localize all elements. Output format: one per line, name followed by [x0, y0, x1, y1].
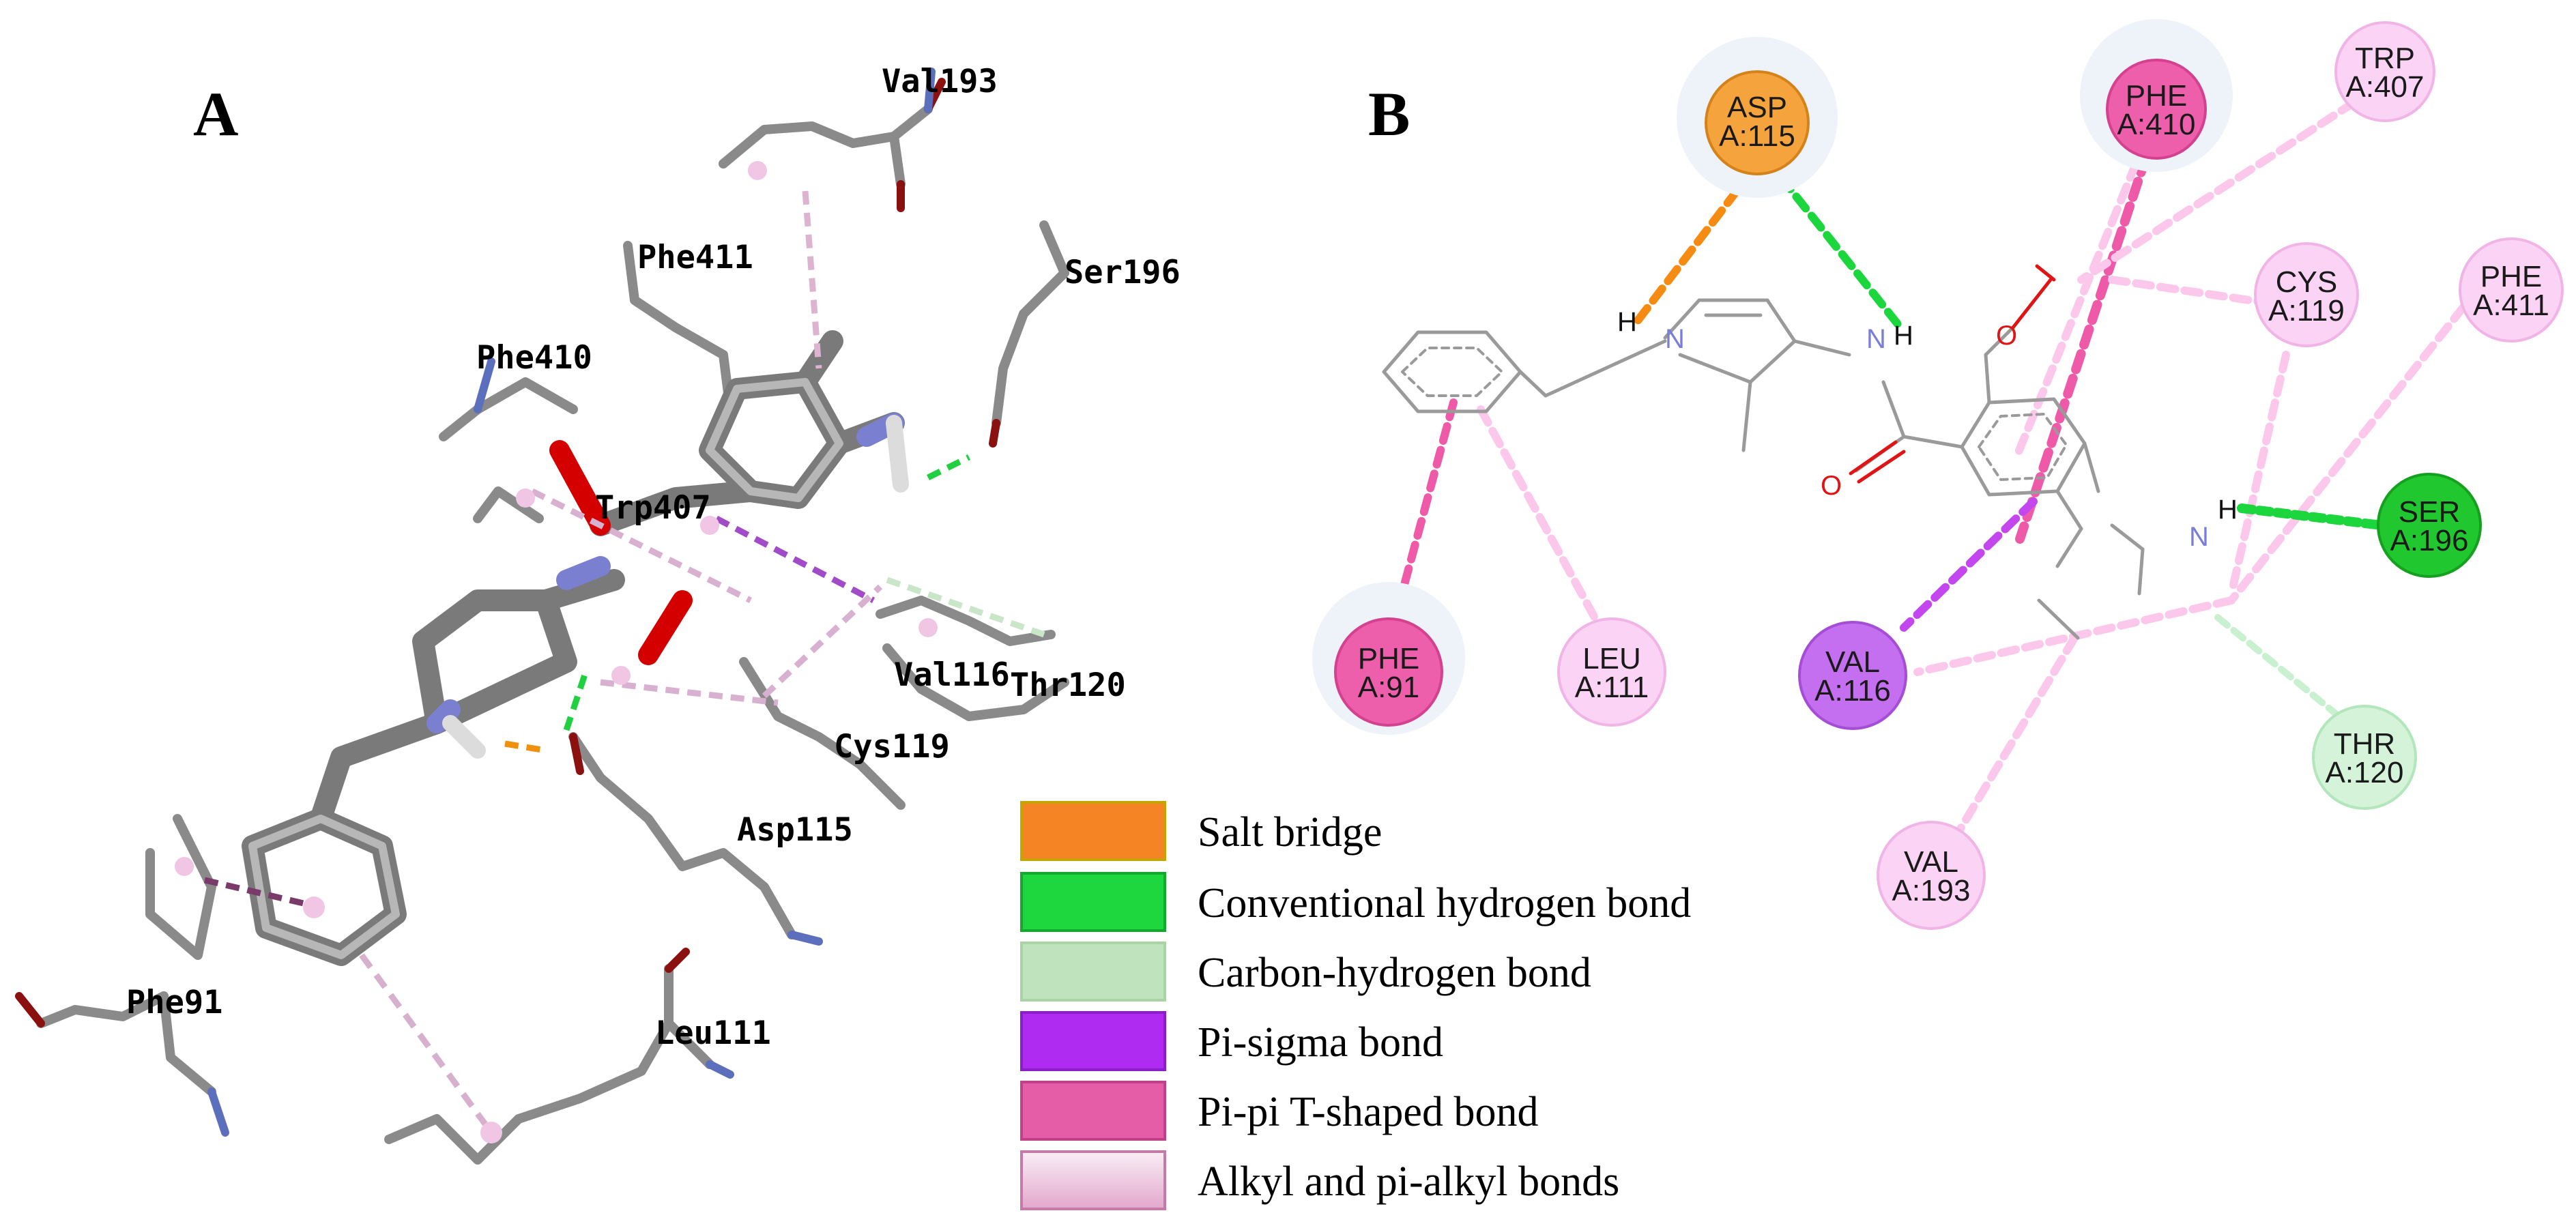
legend-item-conventional-hbond: Conventional hydrogen bond: [1020, 872, 1691, 932]
atom-h-3: H: [2218, 495, 2238, 525]
panel-a-centroids: [175, 161, 938, 1143]
residue-chain: A:411: [2473, 289, 2549, 322]
residue-chain: A:116: [1814, 674, 1891, 707]
residue-name: SER: [2399, 495, 2460, 529]
legend: Salt bridge Conventional hydrogen bond C…: [1020, 801, 1691, 1210]
residue-discs: ASP A:115 PHE A:410 TRP A:407 CYS A:119: [1312, 19, 2564, 930]
residue-leu111: LEU A:111: [1557, 617, 1666, 727]
panel-a-residue-labels: Val193 Phe411 Ser196 Phe410 Trp407 Val11…: [126, 63, 1181, 1052]
residue-name: LEU: [1582, 642, 1641, 675]
legend-item-carbon-hbond: Carbon-hydrogen bond: [1020, 942, 1591, 1002]
atom-h-2: H: [1894, 321, 1913, 351]
residue-chain: A:119: [2268, 294, 2345, 327]
atom-n-2: N: [1866, 324, 1886, 354]
ligand-2d: [1382, 264, 2145, 640]
residue-phe411: PHE A:411: [2459, 237, 2564, 342]
residue-name: PHE: [1358, 642, 1419, 675]
residue-thr120: THR A:120: [2312, 705, 2417, 810]
residue-disc: [1798, 621, 1907, 730]
residue-chain: A:111: [1575, 671, 1649, 704]
residue-phe410: PHE A:410: [2080, 19, 2233, 172]
residue-disc: [2377, 473, 2482, 578]
panel-b-label: B: [1368, 79, 1410, 149]
panel-a-label: A: [193, 79, 238, 149]
residue-chain: A:407: [2346, 70, 2425, 104]
residue-disc: [1705, 70, 1810, 175]
res-label-leu111: Leu111: [655, 1015, 771, 1052]
res-label-cys119: Cys119: [834, 728, 950, 765]
residue-chain: A:91: [1358, 671, 1420, 704]
residue-val193: VAL A:193: [1877, 821, 1986, 930]
res-label-phe410: Phe410: [476, 339, 592, 377]
legend-swatch-pi-pi-t: [1020, 1081, 1166, 1141]
res-label-ser196: Ser196: [1065, 254, 1181, 291]
residue-chain: A:115: [1719, 119, 1795, 153]
panel-b: B: [1312, 19, 2564, 930]
residue-name: TRP: [2355, 42, 2415, 75]
residue-name: PHE: [2126, 79, 2187, 113]
atom-o-2: O: [1996, 321, 2017, 351]
residue-cys119: CYS A:119: [2254, 242, 2359, 347]
legend-label-alkyl: Alkyl and pi-alkyl bonds: [1198, 1158, 1619, 1205]
residue-name: ASP: [1727, 91, 1787, 124]
residue-val116: VAL A:116: [1798, 621, 1907, 730]
legend-swatch-conventional-hbond: [1020, 872, 1166, 932]
residue-name: VAL: [1825, 645, 1880, 679]
residue-chain: A:196: [2390, 524, 2469, 557]
legend-item-alkyl: Alkyl and pi-alkyl bonds: [1020, 1150, 1619, 1210]
atom-n-1: N: [1665, 324, 1685, 354]
legend-swatch-salt-bridge: [1020, 801, 1166, 861]
atom-o-1: O: [1821, 471, 1842, 501]
legend-label-salt-bridge: Salt bridge: [1198, 809, 1382, 856]
res-label-trp407: Trp407: [595, 489, 711, 527]
residue-disc: [1334, 617, 1443, 727]
residue-disc: [2459, 237, 2564, 342]
residue-disc: [1877, 821, 1986, 930]
panel-a: A: [15, 63, 1181, 1165]
residue-chain: A:410: [2117, 108, 2196, 141]
panel-a-interactions: [203, 190, 1045, 1135]
res-label-val116: Val116: [894, 656, 1010, 694]
legend-swatch-carbon-hbond: [1020, 942, 1166, 1002]
legend-item-salt-bridge: Salt bridge: [1020, 801, 1382, 861]
ligand-sticks: [242, 330, 909, 966]
residue-asp115: ASP A:115: [1677, 37, 1838, 198]
residue-ser196: SER A:196: [2377, 473, 2482, 578]
res-label-asp115: Asp115: [737, 811, 853, 849]
legend-label-pi-pi-t: Pi-pi T-shaped bond: [1198, 1089, 1538, 1135]
legend-swatch-alkyl: [1020, 1150, 1166, 1210]
res-label-thr120: Thr120: [1010, 667, 1126, 704]
res-label-phe411: Phe411: [637, 239, 753, 276]
panel-b-interactions: [1391, 98, 2468, 853]
residue-name: THR: [2334, 727, 2395, 761]
residue-disc: [2254, 242, 2359, 347]
res-label-val193: Val193: [882, 63, 998, 100]
res-label-phe91: Phe91: [126, 984, 222, 1021]
legend-item-pi-sigma: Pi-sigma bond: [1020, 1011, 1443, 1071]
legend-label-conventional-hbond: Conventional hydrogen bond: [1198, 880, 1691, 926]
residue-disc: [1557, 617, 1666, 727]
legend-label-carbon-hbond: Carbon-hydrogen bond: [1198, 950, 1591, 996]
ligand-atoms: H N N H O O N H: [1617, 307, 2238, 552]
atom-h-1: H: [1617, 307, 1637, 337]
residue-name: VAL: [1904, 845, 1958, 879]
residue-disc: [2312, 705, 2417, 810]
residue-phe91: PHE A:91: [1312, 582, 1465, 735]
residue-disc: [2106, 59, 2207, 160]
legend-swatch-pi-sigma: [1020, 1011, 1166, 1071]
residue-disc: [2334, 21, 2435, 122]
atom-n-3: N: [2189, 522, 2209, 552]
legend-item-pi-pi-t: Pi-pi T-shaped bond: [1020, 1081, 1538, 1141]
legend-label-pi-sigma: Pi-sigma bond: [1198, 1019, 1443, 1066]
residue-chain: A:193: [1892, 874, 1971, 907]
residue-chain: A:120: [2326, 756, 2404, 789]
residue-name: PHE: [2480, 260, 2542, 293]
residue-trp407: TRP A:407: [2334, 21, 2435, 122]
protein-residue-sticks: [15, 68, 1069, 1165]
residue-name: CYS: [2276, 265, 2337, 299]
